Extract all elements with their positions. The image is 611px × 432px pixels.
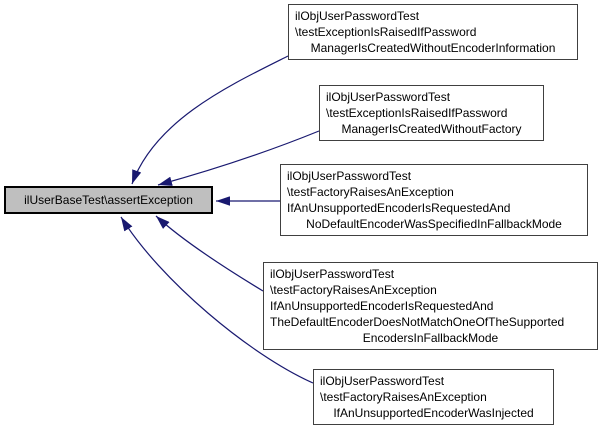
- node-label-line: ilObjUserPasswordTest: [295, 9, 420, 23]
- node-test-factory-exception-no-default-encoder[interactable]: ilObjUserPasswordTest \testFactoryRaises…: [280, 164, 588, 236]
- node-label-line: TheDefaultEncoderDoesNotMatchOneOfTheSup…: [270, 315, 565, 329]
- node-label-line: ilObjUserPasswordTest: [287, 169, 412, 183]
- node-label-line: IfAnUnsupportedEncoderWasInjected: [333, 406, 534, 420]
- node-label-line: \testFactoryRaisesAnException: [287, 185, 454, 199]
- node-label-line: EncodersInFallbackMode: [362, 331, 499, 345]
- node-label-line: ilObjUserPasswordTest: [320, 374, 445, 388]
- node-label-line: \testExceptionIsRaisedIfPassword: [326, 106, 508, 120]
- node-label-line: ManagerIsCreatedWithoutFactory: [341, 122, 522, 136]
- edge-caller1-to-assert-exception: [131, 55, 289, 185]
- node-label-line: \testFactoryRaisesAnException: [320, 390, 487, 404]
- node-label-line: IfAnUnsupportedEncoderIsRequestedAnd: [287, 201, 511, 215]
- node-test-exception-no-encoder-information[interactable]: ilObjUserPasswordTest \testExceptionIsRa…: [288, 4, 578, 60]
- node-label-line: ilObjUserPasswordTest: [270, 267, 395, 281]
- node-label-line: \testExceptionIsRaisedIfPassword: [295, 25, 477, 39]
- node-test-factory-exception-default-encoder-mismatch[interactable]: ilObjUserPasswordTest \testFactoryRaises…: [263, 262, 598, 350]
- node-label-line: ManagerIsCreatedWithoutEncoderInformatio…: [310, 41, 556, 55]
- node-assert-exception[interactable]: ilUserBaseTest\assertException: [4, 186, 213, 214]
- node-label-line: ilObjUserPasswordTest: [326, 90, 451, 104]
- node-label-line: NoDefaultEncoderWasSpecifiedInFallbackMo…: [306, 217, 562, 231]
- node-test-factory-exception-encoder-injected[interactable]: ilObjUserPasswordTest \testFactoryRaises…: [313, 369, 554, 425]
- node-test-exception-no-factory[interactable]: ilObjUserPasswordTest \testExceptionIsRa…: [319, 85, 544, 141]
- edge-caller4-to-assert-exception: [155, 215, 264, 292]
- node-label-line: \testFactoryRaisesAnException: [270, 283, 437, 297]
- node-label-line: IfAnUnsupportedEncoderIsRequestedAnd: [270, 299, 494, 313]
